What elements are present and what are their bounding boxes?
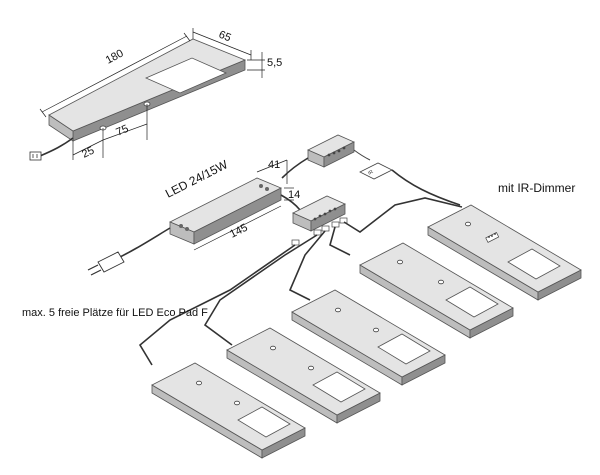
- euro-plug-icon: [87, 251, 125, 276]
- led-pad-2: [226, 327, 381, 424]
- dimmer-label: mit IR-Dimmer: [498, 181, 575, 195]
- ir-dimmer-module: [307, 134, 355, 168]
- dim-hole-spacing: 75: [114, 123, 130, 139]
- led-pad-dimensioned: [48, 38, 247, 142]
- led-pad-3: [291, 289, 446, 386]
- dim-driver-width: 41: [268, 159, 280, 171]
- ir-sensor-icon: IR: [359, 162, 393, 180]
- dim-width: 65: [217, 29, 233, 45]
- dim-height: 5,5: [267, 57, 282, 69]
- dim-hole-offset: 25: [80, 145, 96, 161]
- distributor-box: [292, 195, 346, 232]
- svg-text:IR: IR: [367, 169, 375, 177]
- led-pad-1: [151, 362, 306, 459]
- dim-driver-height: 14: [288, 189, 300, 201]
- connector-plug-icon: [29, 151, 42, 161]
- led-pad-5-dimmer: [427, 204, 582, 301]
- dimension-lines: [39, 28, 265, 160]
- led-driver: [169, 177, 282, 245]
- driver-label: LED 24/15W: [163, 157, 231, 201]
- dim-length: 180: [104, 47, 126, 66]
- led-pad-4: [359, 242, 514, 339]
- light-window: [145, 57, 227, 94]
- distributor-plugs: [291, 217, 348, 246]
- free-slots-label: max. 5 freie Plätze für LED Eco Pad F: [22, 307, 208, 319]
